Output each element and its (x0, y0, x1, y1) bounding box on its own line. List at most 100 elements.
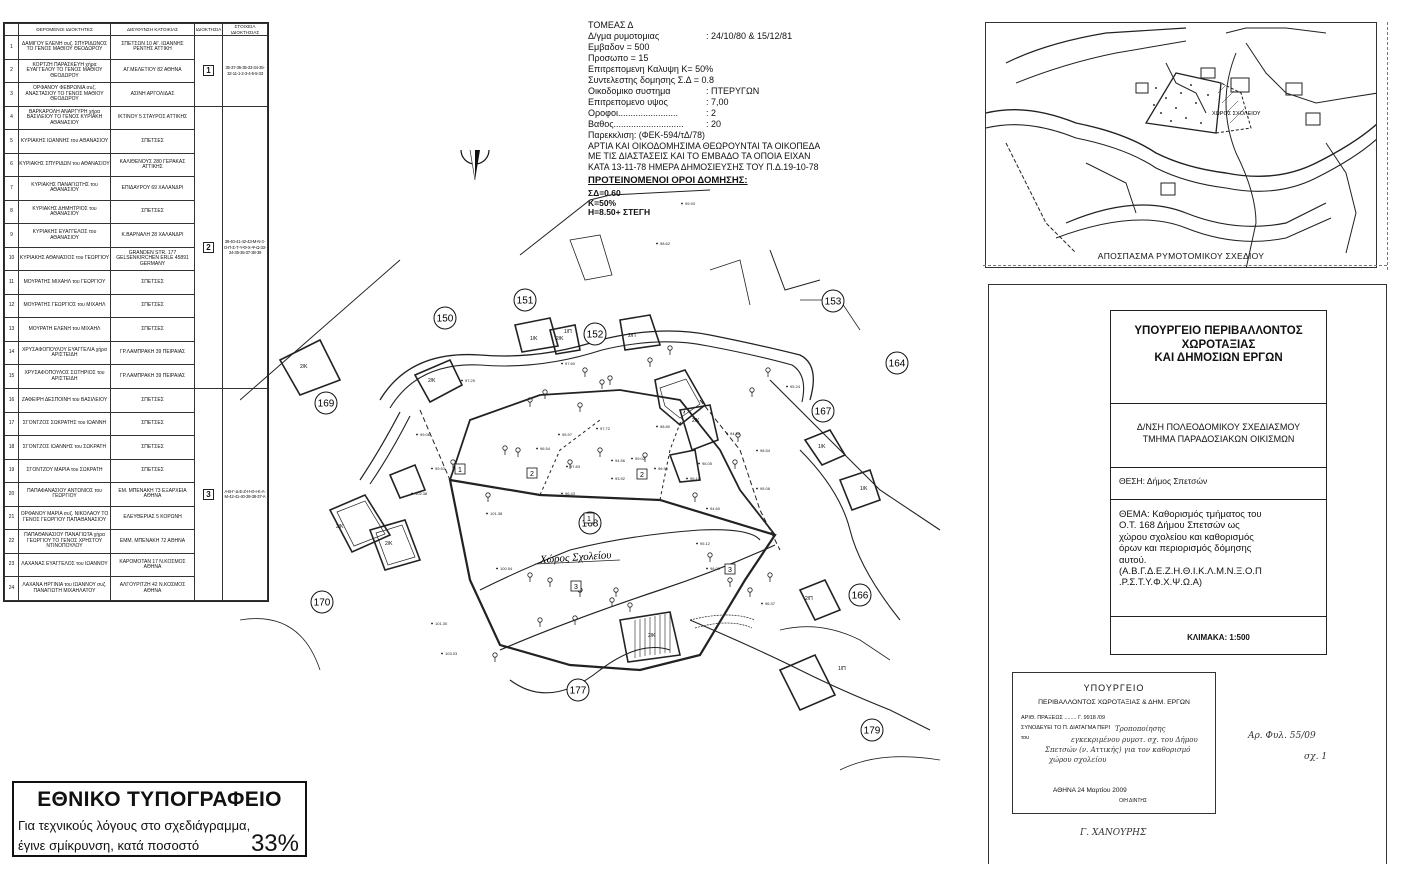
building-code: 1/Π (564, 329, 572, 335)
lot-circle (513, 288, 537, 312)
stamp-title: ΥΠΟΥΡΓΕΙΟ (1083, 683, 1145, 693)
stamp-subtitle: ΠΕΡΙΒΑΛΛΟΝΤΟΣ ΧΩΡΟΤΑΞΙΑΣ & ΔΗΜ. ΕΡΓΩΝ (1038, 699, 1190, 706)
tree-icon (607, 375, 613, 381)
term-line: Εμβαδον = 500 (588, 42, 888, 53)
elevation-dot (536, 447, 538, 450)
building-16 (278, 338, 342, 396)
tree-icon (547, 577, 553, 583)
boundary-dashed-4 (659, 409, 686, 501)
owner-address: ΓΡ.ΛΑΜΠΡΑΚΗ 39 ΠΕΙΡΑΙΑΣ (110, 364, 195, 389)
owner-name: ΚΥΡΙΑΚΗΣ ΠΑΝΑΓΙΩΤΗΣ του ΑΘΑΝΑΣΙΟΥ (18, 176, 111, 201)
elevation-value: 96.43 (565, 491, 576, 496)
owner-name: ΜΟΥΡΑΤΗΣ ΓΕΩΡΓΙΟΣ του ΜΙΧΑΗΛ (18, 293, 111, 319)
building-1-inner (659, 378, 701, 419)
tree-icon (450, 459, 456, 465)
retaining-wall (689, 614, 756, 629)
lot-number: 169 (318, 399, 335, 410)
tree-icon (572, 615, 578, 621)
term-value: : ΠΤΕΡΥΓΩΝ (706, 86, 760, 96)
owners-table: ΘΕΡΟΜΕΝΟΙ ΙΔΙΟΚΤΗΤΕΣ ΔΙΕΥΘΥΝΣΗ ΚΑΤΟΙΚΙΑΣ… (3, 22, 269, 602)
tree-icon (599, 379, 605, 385)
terms-notes: ΑΡΤΙΑ ΚΑΙ ΟΙΚΟΔΟΜΗΣΙΜΑ ΘΕΩΡΟΥΝΤΑΙ ΤΑ ΟΙΚ… (588, 141, 888, 173)
elevation-value: 102.38 (415, 491, 428, 496)
reduction-percent: 33% (250, 830, 299, 857)
boundary-dashed-1 (419, 409, 501, 646)
road-line-north (519, 189, 711, 256)
building-9 (368, 519, 422, 571)
elevation-points: 99.9398.6297.6097.2596.5495.9798.8099.06… (411, 201, 801, 656)
lot-number: 167 (815, 407, 832, 418)
lot-circle (821, 289, 845, 313)
lot-circle (811, 399, 835, 423)
elevation-dot (558, 433, 560, 436)
block-number-box (724, 563, 736, 575)
owner-number: 10 (4, 246, 19, 272)
term-line: Οικοδομικο συστημα: ΠΤΕΡΥΓΩΝ (588, 86, 888, 97)
tree-icon (577, 402, 583, 408)
owner-number: 21 (4, 505, 19, 531)
road-south-2 (509, 646, 671, 694)
subject-line: (Α.Β.Γ.Δ.Ε.Ζ.Η.Θ.Ι.Κ.Λ.Μ.Ν.Ξ.Ο.Π (1119, 566, 1262, 578)
elevation-dot (486, 512, 488, 515)
elevation-dot (561, 492, 563, 495)
tree-icon (727, 577, 733, 583)
block-number: 3 (728, 567, 732, 574)
owner-name: ΛΑΧΑΝΑΣ ΕΥΑΓΓΕΛΟΣ του ΙΩΑΝΝΟΥ (18, 552, 111, 578)
block-number: 1 (587, 516, 591, 523)
stamp-act-number: ΑΡΙΘ. ΠΡΑΞΕΩΣ ........ Γ. 9918 /09 (1021, 715, 1106, 721)
owners-table-header: ΘΕΡΟΜΕΝΟΙ ΙΔΙΟΚΤΗΤΕΣ ΔΙΕΥΘΥΝΣΗ ΚΑΤΟΙΚΙΑΣ… (4, 23, 268, 36)
title-separator-1 (1111, 403, 1326, 404)
reduction-note-line-2: έγινε σμίκρυνση, κατά ποσοστό (18, 838, 200, 853)
property-group: 2 (194, 105, 223, 389)
header-property-data: ΣΤΟΙΧΕΙΑ ΙΔΙΟΚΤΗΣΙΑΣ (222, 23, 268, 36)
term-label: Δ/γμα ρυμοτομιας (588, 31, 660, 41)
road-west-inner (369, 415, 411, 485)
lot-number: 152 (587, 330, 604, 341)
building-9-inner (375, 524, 416, 566)
building-8-inner (336, 500, 386, 547)
term-label: Προσωπο = 15 (588, 53, 649, 63)
inset-caption: ΑΠΟΣΠΑΣΜΑ ΡΥΜΟΤΟΜΙΚΟΥ ΣΧΕΔΙΟΥ (1097, 251, 1265, 261)
proposed-terms-title: ΠΡΟΤΕΙΝΟΜΕΝΟΙ ΟΡΟΙ ΔΟΜΗΣΗΣ: (588, 175, 748, 187)
elevation-value: 97.60 (565, 361, 576, 366)
owner-number: 16 (4, 387, 19, 413)
owner-name: ΚΥΡΙΑΚΗΣ ΔΗΜΗΤΡΙΟΣ του ΑΘΑΝΑΣΙΟΥ (18, 199, 111, 225)
road-southeast (689, 619, 931, 731)
owner-name: ΣΓΟΝΤΖΟΥ ΜΑΡΙΑ του ΣΩΚΡΑΤΗ (18, 458, 111, 484)
block-number: 1 (458, 467, 462, 474)
owner-number: 12 (4, 293, 19, 319)
boundary-dashed-3 (539, 419, 601, 496)
owner-address: ΕΜΜ. ΜΠΕΝΑΚΗ 72 ΑΘΗΝΑ (110, 529, 195, 554)
ministry-line: ΧΩΡΟΤΑΞΙΑΣ (1181, 338, 1256, 351)
term-value: : 7,00 (706, 97, 729, 107)
printing-office-note: ΕΘΝΙΚΟ ΤΥΠΟΓΡΑΦΕΙΟ Για τεχνικούς λόγους … (12, 781, 307, 857)
owner-address: ΣΠΕΤΣΕΣ (110, 387, 195, 413)
owner-name: ΣΓΟΝΤΖΟΣ ΙΩΑΝΝΗΣ του ΣΩΚΡΑΤΗ (18, 435, 111, 460)
printing-office-title: ΕΘΝΙΚΟ ΤΥΠΟΓΡΑΦΕΙΟ (37, 788, 282, 811)
elevation-value: 97.72 (600, 426, 611, 431)
proposed-value: Η=8.50+ ΣΤΕΓΗ (588, 207, 651, 218)
term-line: Επιτρεπομενο υψος: 7,00 (588, 97, 888, 108)
term-label: Επιτρεπομενη Καλυψη Κ= 50% (588, 64, 714, 74)
term-line: Προσωπο = 15 (588, 53, 888, 64)
term-line: Δ/γμα ρυμοτομιας: 24/10/80 & 15/12/81 (588, 31, 888, 42)
elevation-value: 93.92 (615, 476, 626, 481)
road-east-2 (799, 449, 901, 621)
owner-name: ΟΡΦΑΝΟΥ ΜΑΡΙΑ συζ. ΝΙΚΟΛΑΟΥ ΤΟ ΓΕΝΟΣ ΓΕΩ… (18, 505, 111, 531)
misc-line-4 (240, 618, 321, 671)
term-line: Βαθος............................: 20 (588, 119, 888, 130)
owner-address: ΕΛΕΥΘΕΡΙΑΣ 5 ΚΟΡΩΝΗ (110, 505, 195, 531)
owner-number: 22 (4, 529, 19, 554)
owner-address: GRANDEN STR. 177 GELSENKIRCHEN ERLE 4589… (110, 246, 195, 272)
elevation-value: 95.97 (562, 432, 573, 437)
building-code: 2/Π (628, 333, 636, 339)
property-group: 1 (194, 35, 223, 107)
